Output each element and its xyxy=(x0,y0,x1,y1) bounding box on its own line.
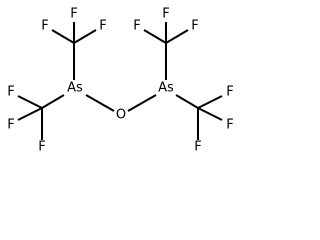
bond-c1-f-right xyxy=(73,29,97,44)
atom-labels: F F F As F F F O F F F As F F F xyxy=(7,7,233,155)
bonds xyxy=(17,22,223,140)
bond-c2-f-left xyxy=(17,95,43,109)
structure-canvas: F F F As F F F O F F F As F F F xyxy=(7,7,233,155)
bond-as-left-o xyxy=(85,94,115,112)
bond-c2-f-bottom-left xyxy=(17,107,43,121)
bond-as-right-c4 xyxy=(175,94,199,109)
atom-f-left-top-c: F xyxy=(99,19,106,34)
atom-f-right-top-c: F xyxy=(191,19,198,34)
bond-c4-f-right xyxy=(197,95,223,109)
bond-c1-f-left xyxy=(51,29,75,44)
atom-f-right-bot-b: F xyxy=(226,118,233,133)
atom-f-left-bot-c: F xyxy=(38,140,45,155)
bond-c3-f-right xyxy=(165,29,189,44)
bond-c3-f-left xyxy=(143,29,167,44)
atom-f-right-top-b: F xyxy=(162,7,169,22)
atom-f-left-bot-b: F xyxy=(7,118,14,133)
atom-f-right-bot-c: F xyxy=(194,140,201,155)
atom-f-left-bot-a: F xyxy=(7,85,14,100)
atom-f-right-bot-a: F xyxy=(226,85,233,100)
atom-f-left-top-b: F xyxy=(70,7,77,22)
bond-c4-f-bottom-right xyxy=(197,107,223,121)
bond-as-left-c2 xyxy=(41,94,65,109)
bond-o-as-right xyxy=(127,94,157,112)
atom-as-right: As xyxy=(158,81,174,96)
atom-o-bridge: O xyxy=(116,108,126,123)
atom-as-left: As xyxy=(67,81,83,96)
atom-f-right-top-a: F xyxy=(133,19,140,34)
atom-f-left-top-a: F xyxy=(41,19,48,34)
